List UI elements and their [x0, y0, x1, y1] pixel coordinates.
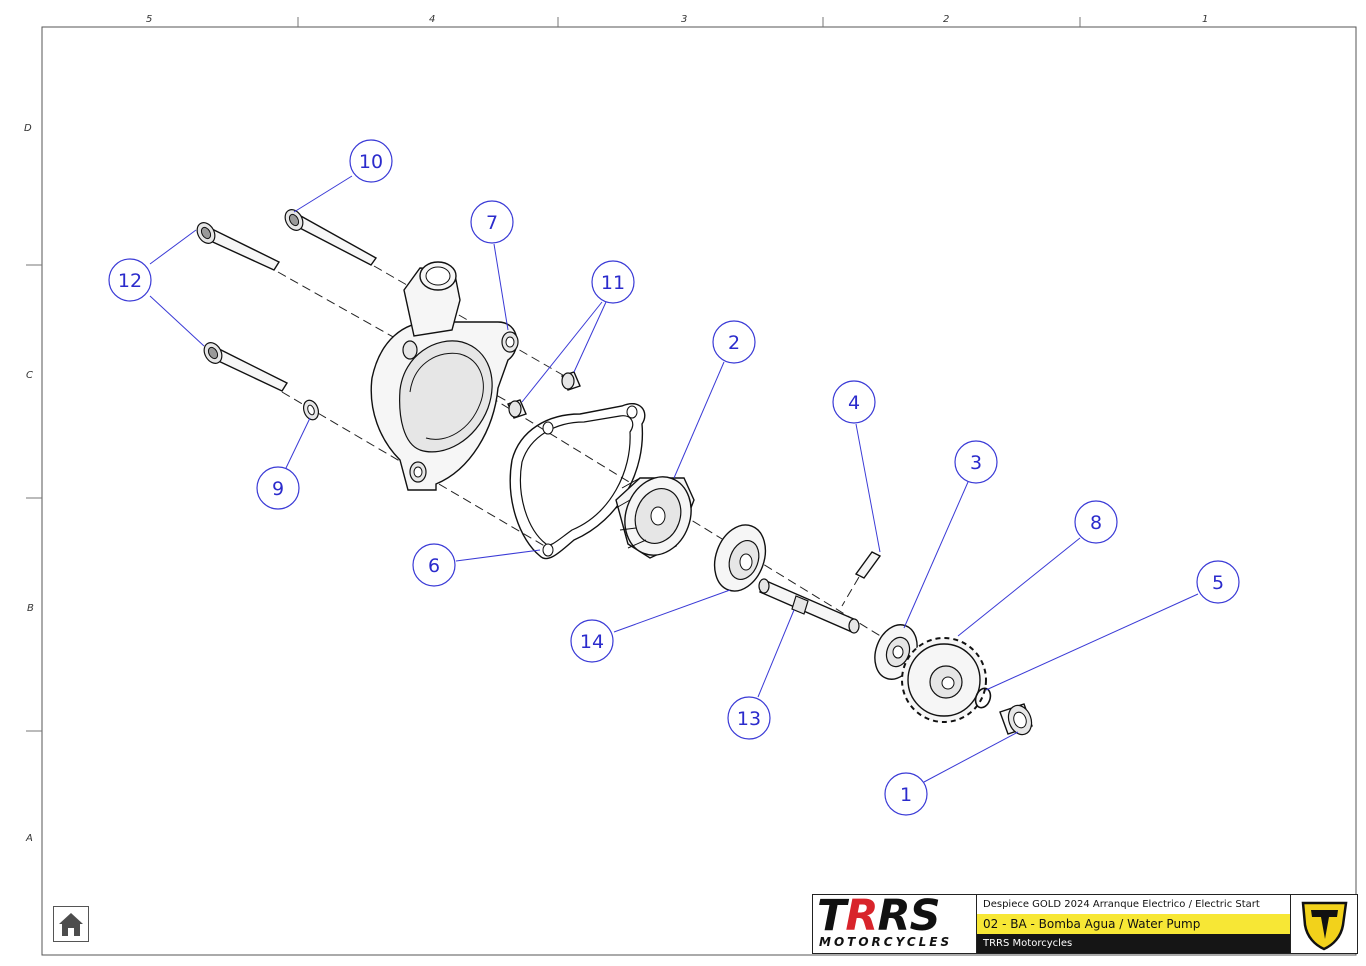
callout-9: 9	[256, 466, 300, 510]
column-label-3: 3	[681, 14, 687, 25]
assembly-axes	[277, 265, 901, 649]
column-label-4: 4	[429, 14, 435, 25]
part-7-pump-cover	[370, 261, 519, 491]
part-12-screw-lower	[203, 342, 289, 392]
callout-7: 7	[470, 200, 514, 244]
svg-text:13: 13	[737, 708, 761, 730]
title-block: TRRS MOTORCYCLES Despiece GOLD 2024 Arra…	[812, 891, 1358, 954]
home-icon	[59, 913, 83, 936]
column-label-1: 1	[1202, 14, 1208, 25]
svg-text:5: 5	[1212, 572, 1224, 594]
callout-3: 3	[954, 440, 998, 484]
part-13-shaft	[758, 578, 860, 634]
svg-text:14: 14	[580, 631, 604, 653]
part-12-screw-upper	[196, 222, 281, 271]
callout-14: 14	[570, 619, 614, 663]
row-label-a: A	[25, 833, 33, 844]
column-label-2: 2	[943, 14, 949, 25]
callout-2: 2	[712, 320, 756, 364]
home-button[interactable]	[53, 906, 89, 942]
row-label-c: C	[26, 370, 33, 381]
trrs-emblem-icon	[1290, 895, 1358, 953]
part-6-gasket	[509, 403, 646, 560]
callout-6: 6	[412, 543, 456, 587]
part-5-circlip	[974, 687, 992, 709]
svg-text:11: 11	[601, 272, 625, 294]
part-1-bushing	[999, 703, 1033, 736]
part-9-washer	[302, 399, 320, 421]
section-title: 02 - BA - Bomba Agua / Water Pump	[976, 914, 1290, 934]
drawing-frame	[41, 26, 1357, 956]
document-title: Despiece GOLD 2024 Arranque Electrico / …	[976, 895, 1290, 914]
part-4-pin	[854, 551, 882, 579]
callout-12: 12	[108, 258, 152, 302]
brand-wordmark: TRRS	[817, 891, 941, 941]
brand-subtitle: MOTORCYCLES	[819, 935, 953, 949]
part-11-dowel-upper	[561, 371, 581, 391]
callout-13: 13	[727, 696, 771, 740]
part-2-impeller	[615, 476, 695, 559]
svg-text:3: 3	[970, 452, 982, 474]
leader-lines	[149, 175, 1199, 783]
column-label-5: 5	[146, 14, 152, 25]
row-label-b: B	[27, 603, 34, 614]
part-11-dowel-lower	[507, 399, 527, 419]
trrs-logo: TRRS MOTORCYCLES	[813, 891, 975, 953]
svg-text:4: 4	[848, 392, 860, 414]
callout-10: 10	[349, 139, 393, 183]
svg-text:9: 9	[272, 478, 284, 500]
callout-4: 4	[832, 380, 876, 424]
svg-text:7: 7	[486, 212, 498, 234]
row-label-d: D	[24, 123, 32, 134]
svg-text:2: 2	[728, 332, 740, 354]
callout-5: 5	[1196, 560, 1240, 604]
svg-text:10: 10	[359, 151, 383, 173]
svg-text:12: 12	[118, 270, 142, 292]
svg-text:6: 6	[428, 555, 440, 577]
company-name: TRRS Motorcycles	[976, 934, 1290, 953]
callout-8: 8	[1074, 500, 1118, 544]
part-10-screw	[284, 209, 378, 266]
part-14-bearing	[713, 524, 767, 592]
callout-1: 1	[884, 772, 928, 816]
svg-text:1: 1	[900, 784, 912, 806]
callout-11: 11	[591, 260, 635, 304]
svg-text:8: 8	[1090, 512, 1102, 534]
part-8-gear	[901, 637, 987, 723]
